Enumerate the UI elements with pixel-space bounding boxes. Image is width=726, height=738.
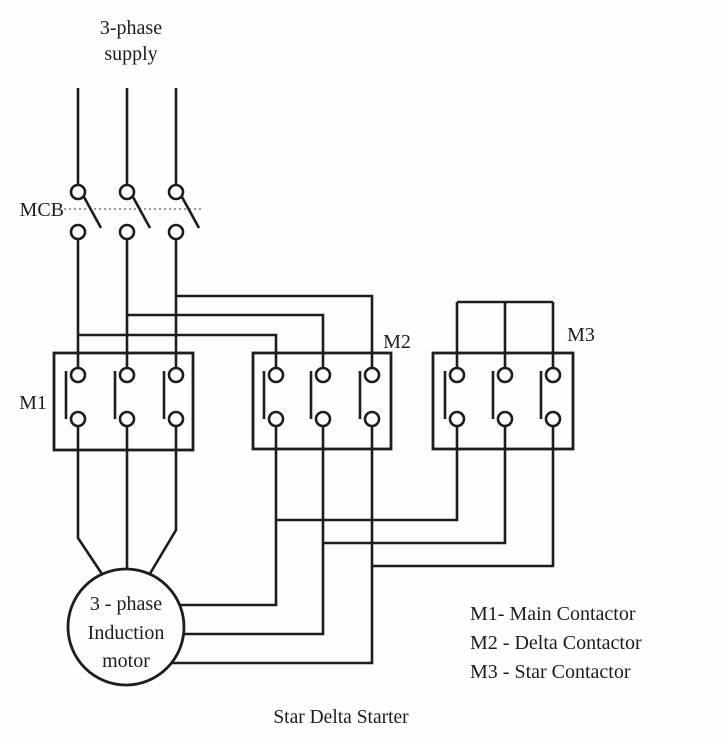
m1-pole1-terminal-top [69,366,87,384]
m3-pole1-terminal-top [448,366,466,384]
m2-pole2-terminal-bottom [314,410,332,428]
m3-pole3-terminal-bottom [544,410,562,428]
caption: Star Delta Starter [273,707,409,728]
m1-pole2-terminal-bottom [118,410,136,428]
supply-section: 3-phase supply [76,17,178,185]
m2-box [251,351,393,451]
mcb-terminal-top-1 [69,183,87,201]
m2-pole2-terminal-top [314,366,332,384]
contactor-m1: M1 [19,351,195,452]
mcb-terminal-bottom-1 [69,223,87,241]
legend: M1- Main Contactor M2 - Delta Contactor … [470,603,642,683]
legend-item-m3: M3 - Star Contactor [470,661,631,683]
contactor-m3: M3 [431,324,595,451]
motor-label-line3: motor [102,650,150,672]
m3-pole2-terminal-bottom [496,410,514,428]
legend-item-m2: M2 - Delta Contactor [470,632,642,654]
m2-pole1-terminal-top [267,366,285,384]
mcb-blade-3 [180,196,201,229]
m3-out-3-join [372,426,555,568]
m2-out-1-to-motor [160,426,278,607]
m2-pole1-terminal-bottom [267,410,285,428]
star-bridge [455,300,555,368]
m2-pole3-terminal-top [363,366,381,384]
branch-phase3-to-m2 [176,294,374,368]
m1-box [52,351,195,452]
m3-label: M3 [567,324,595,346]
supply-label-line2: supply [104,43,157,65]
mcb-terminal-top-2 [118,183,136,201]
m2-out-3-to-motor [160,426,374,665]
m1-pole1-terminal-bottom [69,410,87,428]
m3-out-1-join [276,426,459,522]
mcb-terminal-top-3 [167,183,185,201]
mcb-switch: MCB [20,183,204,241]
motor: 3 - phase Induction motor [66,567,186,687]
m1-pole3-terminal-top [167,366,185,384]
mcb-terminal-bottom-3 [167,223,185,241]
mcb-terminal-bottom-2 [118,223,136,241]
mcb-blade-1 [82,196,103,229]
legend-item-m1: M1- Main Contactor [470,603,636,625]
m1-label: M1 [19,392,47,414]
supply-label-line1: 3-phase [100,17,162,39]
contactor-m2: M2 [251,331,411,451]
m2-out-2-to-motor [160,426,325,636]
m3-pole1-terminal-bottom [448,410,466,428]
m2-pole3-terminal-bottom [363,410,381,428]
m1-pole2-terminal-top [118,366,136,384]
mcb-blade-2 [131,196,152,229]
motor-wiring [76,426,555,665]
m3-pole3-terminal-top [544,366,562,384]
m1-out-3-to-motor [146,426,178,578]
m3-box [431,351,575,451]
motor-label-line1: 3 - phase [90,593,162,615]
mcb-label: MCB [20,199,64,221]
motor-circle [66,567,186,687]
m1-out-1-to-motor [76,426,106,578]
branch-phase2-to-m2 [127,313,325,368]
m3-out-2-join [323,426,507,545]
m2-label: M2 [383,331,411,353]
m3-pole2-terminal-top [496,366,514,384]
m1-pole3-terminal-bottom [167,410,185,428]
feeder-wires [76,239,374,368]
motor-label-line2: Induction [88,622,165,644]
branch-phase1-to-m2 [78,333,278,368]
